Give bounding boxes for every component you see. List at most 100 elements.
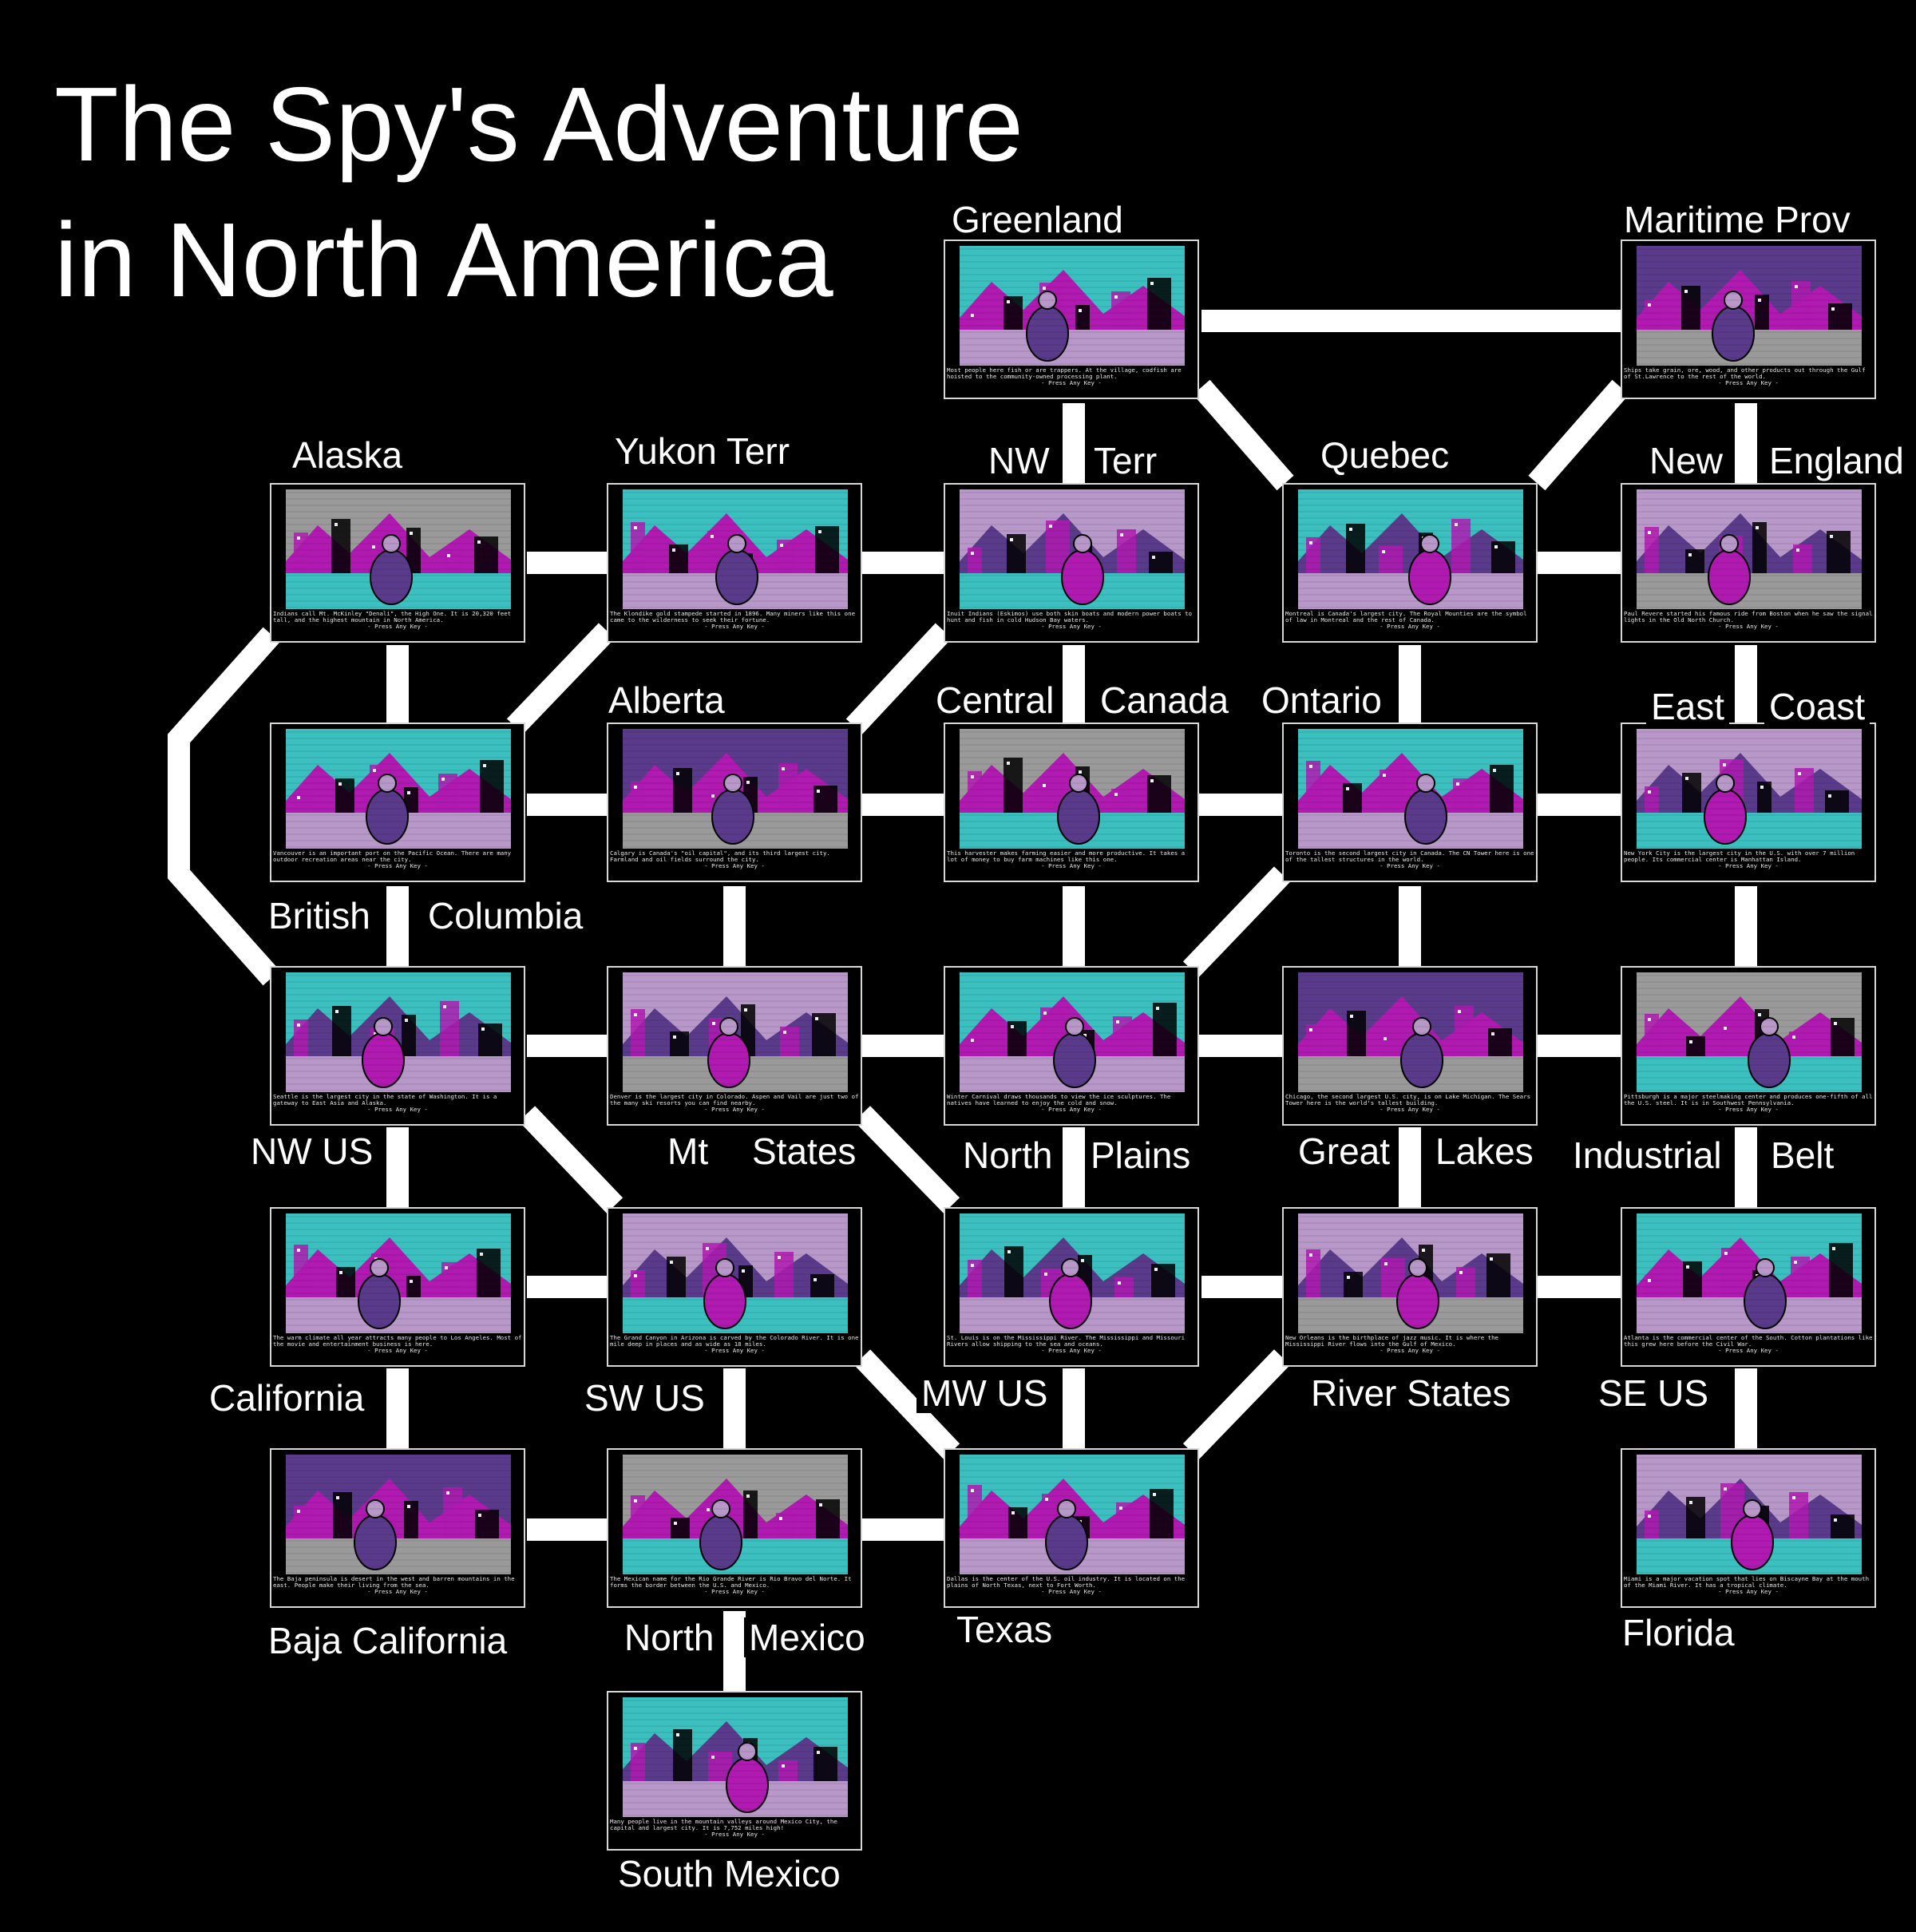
region-card-texas[interactable]: Dallas is the center of the U.S. oil ind… xyxy=(944,1448,1199,1608)
region-caption: Atlanta is the commercial center of the … xyxy=(1624,1335,1873,1365)
caption-text: Pittsburgh is a major steelmaking center… xyxy=(1624,1094,1873,1107)
press-any-key: - Press Any Key - xyxy=(1380,1106,1440,1114)
caption-text: Inuit Indians (Eskimos) use both skin bo… xyxy=(947,611,1193,624)
press-any-key: - Press Any Key - xyxy=(704,1347,765,1355)
region-caption: St. Louis is on the Mississippi River. T… xyxy=(947,1335,1196,1365)
region-caption: This harvester makes farming easier and … xyxy=(947,850,1196,881)
region-card-southmexico[interactable]: Many people live in the mountain valleys… xyxy=(607,1691,862,1851)
press-any-key: - Press Any Key - xyxy=(1380,1347,1440,1355)
region-card-nwus[interactable]: Seattle is the largest city in the state… xyxy=(270,966,525,1126)
region-card-newengland[interactable]: Paul Revere started his famous ride from… xyxy=(1621,483,1876,643)
region-label-mtstates-1: Mt xyxy=(663,1131,714,1171)
region-card-alaska[interactable]: Indians call Mt. McKinley "Denali", the … xyxy=(270,483,525,643)
region-label-nwus: NW US xyxy=(246,1131,378,1171)
scene-image xyxy=(623,729,848,849)
caption-text: Winter Carnival draws thousands to view … xyxy=(947,1094,1171,1107)
caption-text: Miami is a major vacation spot that lies… xyxy=(1624,1576,1870,1590)
press-any-key: - Press Any Key - xyxy=(367,862,428,870)
region-card-nwterr[interactable]: Inuit Indians (Eskimos) use both skin bo… xyxy=(944,483,1199,643)
caption-text: Atlanta is the commercial center of the … xyxy=(1624,1335,1873,1348)
caption-text: Indians call Mt. McKinley "Denali", the … xyxy=(273,611,512,624)
region-card-greenland[interactable]: Most people here fish or are trappers. A… xyxy=(944,240,1199,399)
region-caption: The Klondike gold stampede started in 18… xyxy=(610,611,859,641)
region-card-quebec[interactable]: Montreal is Canada's largest city. The R… xyxy=(1282,483,1538,643)
region-label-quebec: Quebec xyxy=(1316,435,1455,475)
caption-text: Many people live in the mountain valleys… xyxy=(610,1819,837,1832)
region-label-ontario: Ontario xyxy=(1257,680,1387,720)
region-caption: New York City is the largest city in the… xyxy=(1624,850,1873,881)
scene-image xyxy=(1637,972,1862,1092)
region-label-nwterr-2: Terr xyxy=(1089,441,1162,481)
region-label-alberta: Alberta xyxy=(604,680,730,720)
scene-image xyxy=(1637,489,1862,609)
caption-text: The warm climate all year attracts many … xyxy=(273,1335,522,1348)
scene-image xyxy=(1637,729,1862,849)
press-any-key: - Press Any Key - xyxy=(1380,862,1440,870)
region-card-california[interactable]: The warm climate all year attracts many … xyxy=(270,1207,525,1367)
region-label-nwterr-1: NW xyxy=(984,441,1055,481)
scene-image xyxy=(1298,729,1523,849)
scene-image xyxy=(286,729,511,849)
region-label-eastcoast-2: Coast xyxy=(1764,687,1870,726)
press-any-key: - Press Any Key - xyxy=(1041,1588,1102,1596)
region-label-alaska: Alaska xyxy=(287,435,408,475)
region-card-northplains[interactable]: Winter Carnival draws thousands to view … xyxy=(944,966,1199,1126)
region-label-newengland-2: England xyxy=(1764,441,1909,481)
region-label-newengland-1: New xyxy=(1645,441,1728,481)
press-any-key: - Press Any Key - xyxy=(367,1588,428,1596)
region-card-northmexico[interactable]: The Mexican name for the Rio Grande Rive… xyxy=(607,1448,862,1608)
region-card-maritime[interactable]: Ships take grain, ore, wood, and other p… xyxy=(1621,240,1876,399)
region-card-florida[interactable]: Miami is a major vacation spot that lies… xyxy=(1621,1448,1876,1608)
region-card-industrial[interactable]: Pittsburgh is a major steelmaking center… xyxy=(1621,966,1876,1126)
region-label-eastcoast-1: East xyxy=(1646,687,1730,726)
region-label-northmexico-2: Mexico xyxy=(744,1617,870,1657)
caption-text: The Baja peninsula is desert in the west… xyxy=(273,1576,515,1590)
region-card-river[interactable]: New Orleans is the birthplace of jazz mu… xyxy=(1282,1207,1538,1367)
caption-text: The Mexican name for the Rio Grande Rive… xyxy=(610,1576,852,1590)
caption-text: Ships take grain, ore, wood, and other p… xyxy=(1624,367,1866,381)
region-caption: The warm climate all year attracts many … xyxy=(273,1335,522,1365)
region-card-bc[interactable]: Vancouver is an important port on the Pa… xyxy=(270,723,525,882)
region-label-greenland: Greenland xyxy=(947,200,1128,240)
region-caption: Paul Revere started his famous ride from… xyxy=(1624,611,1873,641)
scene-image xyxy=(1637,1213,1862,1333)
region-label-mwus: MW US xyxy=(916,1373,1053,1413)
caption-text: Toronto is the second largest city in Ca… xyxy=(1285,850,1534,864)
region-caption: Most people here fish or are trappers. A… xyxy=(947,367,1196,398)
region-label-northplains-1: North xyxy=(958,1135,1058,1175)
region-caption: New Orleans is the birthplace of jazz mu… xyxy=(1285,1335,1534,1365)
press-any-key: - Press Any Key - xyxy=(367,623,428,631)
region-card-swus[interactable]: The Grand Canyon in Arizona is carved by… xyxy=(607,1207,862,1367)
scene-image xyxy=(623,972,848,1092)
region-card-greatlakes[interactable]: Chicago, the second largest U.S. city, i… xyxy=(1282,966,1538,1126)
caption-text: Chicago, the second largest U.S. city, i… xyxy=(1285,1094,1531,1107)
scene-image xyxy=(1298,972,1523,1092)
scene-image xyxy=(960,1455,1185,1574)
press-any-key: - Press Any Key - xyxy=(1041,1106,1102,1114)
region-card-mwus[interactable]: St. Louis is on the Mississippi River. T… xyxy=(944,1207,1199,1367)
region-caption: Miami is a major vacation spot that lies… xyxy=(1624,1576,1873,1606)
region-label-california: California xyxy=(204,1378,370,1418)
region-card-mtstates[interactable]: Denver is the largest city in Colorado. … xyxy=(607,966,862,1126)
region-caption: Toronto is the second largest city in Ca… xyxy=(1285,850,1534,881)
caption-text: Dallas is the center of the U.S. oil ind… xyxy=(947,1576,1186,1590)
region-label-southmexico: South Mexico xyxy=(613,1854,845,1894)
region-card-alberta[interactable]: Calgary is Canada's "oil capital", and i… xyxy=(607,723,862,882)
region-label-greatlakes-2: Lakes xyxy=(1431,1131,1538,1171)
scene-image xyxy=(960,972,1185,1092)
press-any-key: - Press Any Key - xyxy=(704,1588,765,1596)
region-card-yukon[interactable]: The Klondike gold stampede started in 18… xyxy=(607,483,862,643)
press-any-key: - Press Any Key - xyxy=(1041,1347,1102,1355)
region-card-seus[interactable]: Atlanta is the commercial center of the … xyxy=(1621,1207,1876,1367)
region-label-swus: SW US xyxy=(580,1378,710,1418)
region-card-central[interactable]: This harvester makes farming easier and … xyxy=(944,723,1199,882)
region-card-ontario[interactable]: Toronto is the second largest city in Ca… xyxy=(1282,723,1538,882)
region-card-eastcoast[interactable]: New York City is the largest city in the… xyxy=(1621,723,1876,882)
region-card-baja[interactable]: The Baja peninsula is desert in the west… xyxy=(270,1448,525,1608)
caption-text: The Grand Canyon in Arizona is carved by… xyxy=(610,1335,859,1348)
region-caption: The Mexican name for the Rio Grande Rive… xyxy=(610,1576,859,1606)
region-label-bc-2: Columbia xyxy=(423,896,588,936)
press-any-key: - Press Any Key - xyxy=(704,862,765,870)
caption-text: Seattle is the largest city in the state… xyxy=(273,1094,497,1107)
